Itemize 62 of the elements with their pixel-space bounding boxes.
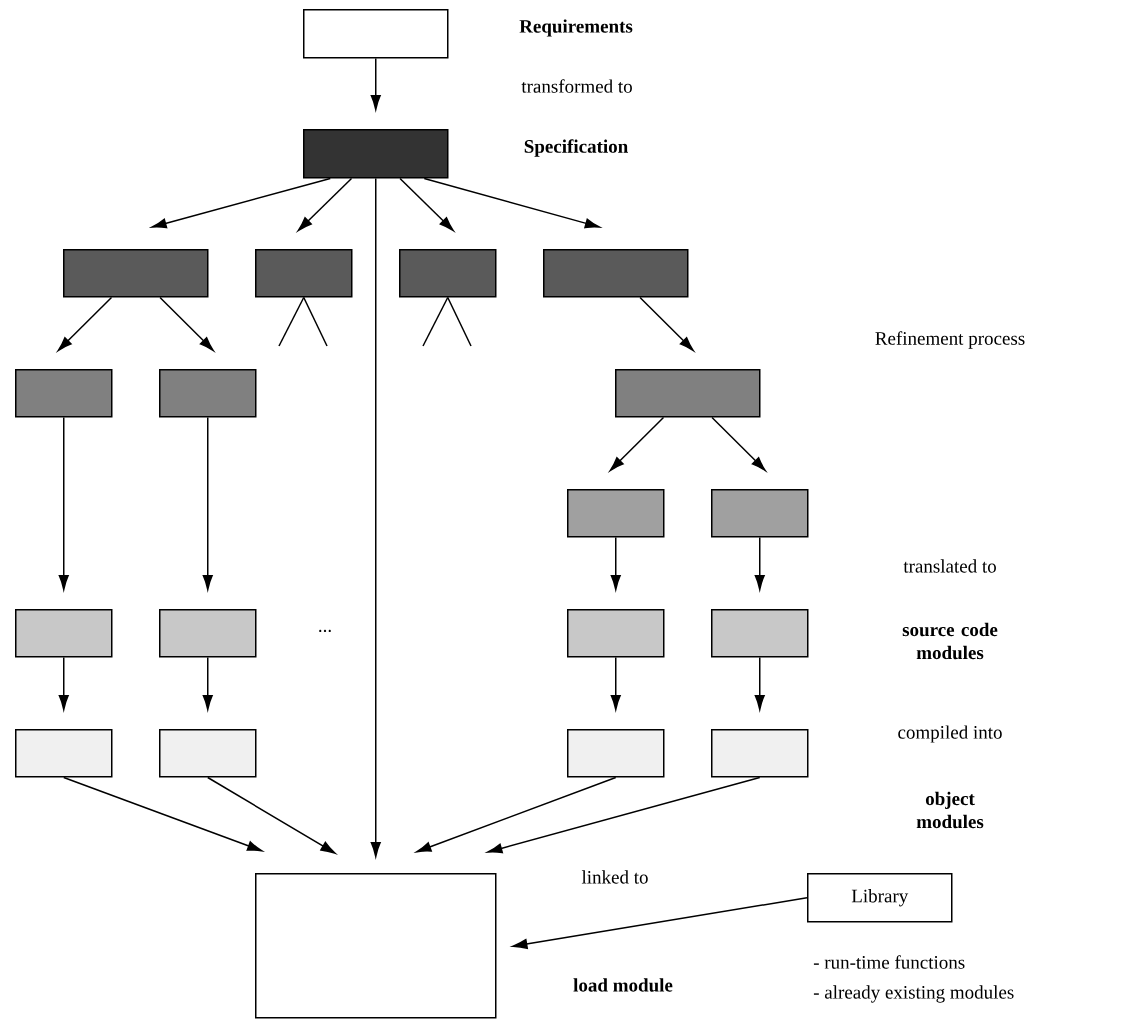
library-box: Library bbox=[807, 873, 953, 923]
arrow bbox=[207, 776, 336, 854]
module-box bbox=[159, 609, 257, 658]
arrow bbox=[202, 416, 213, 590]
annotation: Requirements bbox=[519, 19, 633, 37]
annotation: object modules bbox=[916, 791, 984, 829]
arrow bbox=[58, 656, 69, 710]
ellipsis: ... bbox=[319, 629, 331, 633]
arrow bbox=[370, 57, 381, 110]
module-box bbox=[15, 609, 113, 658]
module-box bbox=[711, 489, 809, 538]
arrow bbox=[754, 656, 765, 710]
module-box bbox=[159, 369, 257, 418]
module-box bbox=[399, 249, 497, 298]
arrow bbox=[399, 177, 454, 232]
module-box bbox=[303, 9, 449, 59]
module-box bbox=[567, 609, 665, 658]
arrow bbox=[609, 416, 665, 472]
arrow bbox=[58, 416, 69, 590]
arrow bbox=[57, 296, 113, 352]
arrow bbox=[711, 416, 766, 472]
arrow bbox=[487, 776, 761, 854]
module-box bbox=[255, 873, 497, 1019]
branch-line bbox=[278, 296, 305, 347]
annotation: linked to bbox=[581, 870, 648, 884]
arrow bbox=[416, 776, 617, 853]
module-box bbox=[567, 729, 665, 778]
branch-line bbox=[422, 296, 449, 347]
module-box bbox=[303, 129, 449, 179]
arrow bbox=[423, 177, 600, 229]
arrow bbox=[202, 656, 213, 710]
module-box bbox=[15, 729, 113, 778]
annotation: load module bbox=[573, 978, 673, 992]
annotation: Specification bbox=[524, 139, 628, 157]
arrow bbox=[159, 296, 214, 352]
module-box bbox=[63, 249, 209, 298]
arrow bbox=[370, 177, 381, 857]
arrow bbox=[512, 897, 808, 949]
arrow bbox=[63, 776, 263, 852]
arrow bbox=[297, 177, 353, 232]
arrow bbox=[754, 536, 765, 590]
annotation: source code modules bbox=[902, 622, 998, 660]
module-box bbox=[159, 729, 257, 778]
arrow bbox=[610, 656, 621, 710]
annotation: compiled into bbox=[898, 725, 1002, 743]
module-box bbox=[567, 489, 665, 538]
annotation: translated to bbox=[903, 559, 996, 573]
module-box bbox=[543, 249, 689, 298]
annotation: - already existing modules bbox=[813, 985, 1014, 1003]
annotation: - run-time functions bbox=[813, 955, 965, 969]
module-box bbox=[255, 249, 353, 298]
arrow bbox=[639, 296, 694, 352]
module-box bbox=[15, 369, 113, 418]
arrow bbox=[610, 536, 621, 590]
annotation: transformed to bbox=[521, 79, 632, 93]
module-box bbox=[615, 369, 761, 418]
annotation: Refinement process bbox=[875, 331, 1025, 349]
branch-line bbox=[447, 296, 472, 347]
arrow bbox=[151, 177, 332, 229]
module-box bbox=[711, 729, 809, 778]
branch-line bbox=[303, 296, 328, 347]
module-box bbox=[711, 609, 809, 658]
